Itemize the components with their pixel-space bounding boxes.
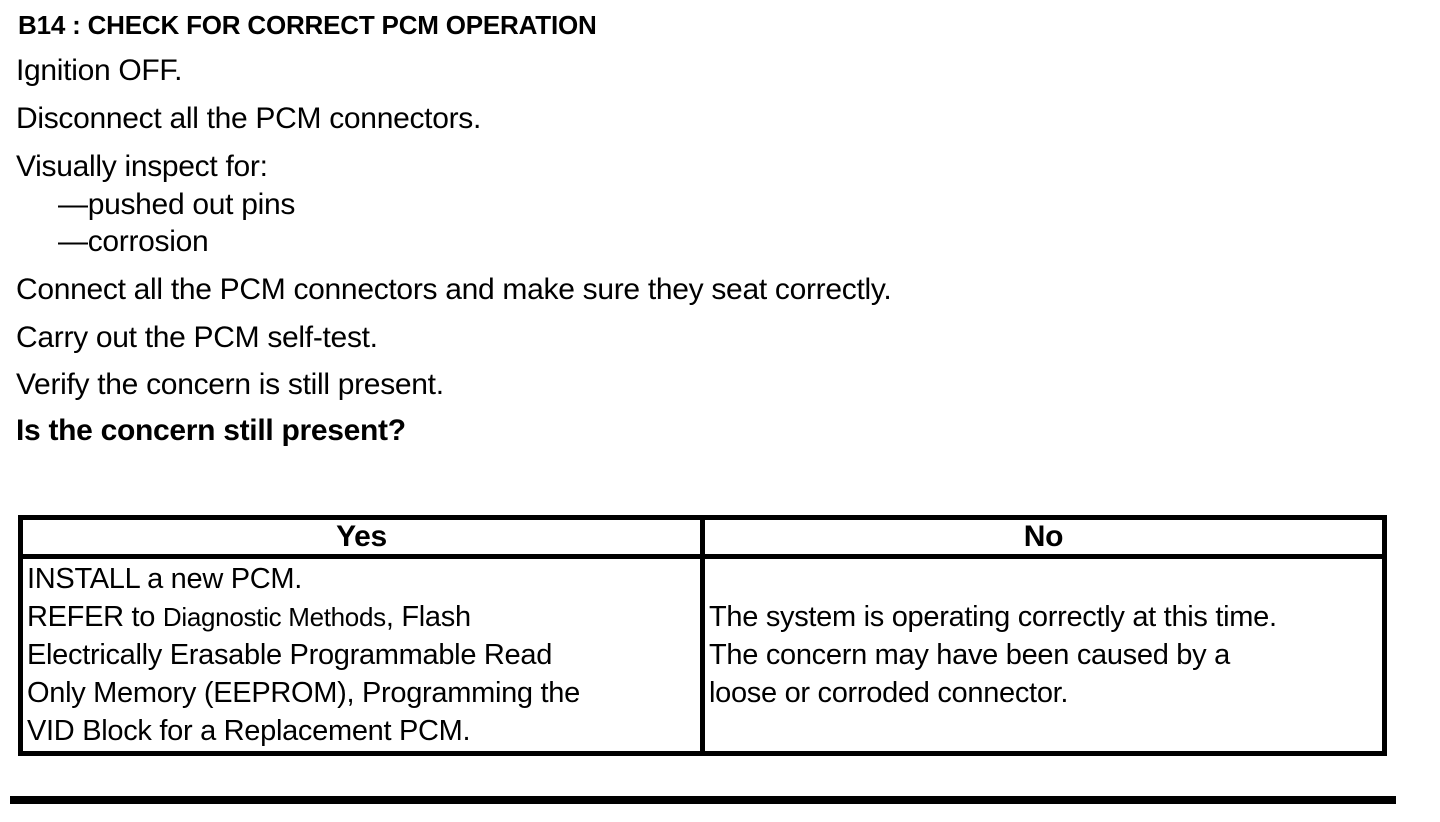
decision-question: Is the concern still present? (16, 414, 406, 447)
yes-action-line-3: Electrically Erasable Programmable Read (27, 639, 553, 671)
decision-table: Yes No INSTALL a new PCM. REFER to Diagn… (18, 515, 1387, 756)
diagnostic-methods-reference: Diagnostic Methods (162, 602, 386, 632)
inspect-item-corrosion: —corrosion (58, 225, 209, 258)
procedure-title: B14 : CHECK FOR CORRECT PCM OPERATION (18, 10, 597, 40)
yes-action-line-1: INSTALL a new PCM. (27, 563, 303, 595)
decision-table-header-row: Yes No (18, 515, 1387, 559)
inspect-item-pushed-out-pins: —pushed out pins (58, 188, 296, 221)
yes-action-line-5: VID Block for a Replacement PCM. (27, 715, 471, 747)
yes-action-line-2: REFER to Diagnostic Methods, Flash (27, 598, 696, 636)
step-connect-connectors: Connect all the PCM connectors and make … (16, 273, 892, 306)
yes-action-line-4: Only Memory (EEPROM), Programming the (27, 677, 580, 709)
no-action-line-3: loose or corroded connector. (709, 677, 1069, 709)
step-pcm-self-test: Carry out the PCM self-test. (16, 321, 378, 354)
step-disconnect-connectors: Disconnect all the PCM connectors. (16, 102, 482, 135)
no-action-cell: The system is operating correctly at thi… (700, 554, 1387, 756)
step-verify-concern: Verify the concern is still present. (16, 368, 444, 401)
no-action-line-2: The concern may have been caused by a (709, 639, 1230, 671)
page-bottom-rule (10, 796, 1396, 804)
refer-prefix: REFER to (27, 601, 163, 633)
step-visually-inspect: Visually inspect for: (16, 150, 268, 183)
decision-table-body-row: INSTALL a new PCM. REFER to Diagnostic M… (18, 554, 1387, 756)
yes-column-header: Yes (18, 515, 705, 559)
no-column-header: No (700, 515, 1387, 559)
no-action-line-1: The system is operating correctly at thi… (709, 601, 1277, 633)
step-ignition-off: Ignition OFF. (16, 54, 183, 87)
yes-action-cell: INSTALL a new PCM. REFER to Diagnostic M… (18, 554, 705, 756)
refer-suffix: , Flash (385, 601, 471, 633)
